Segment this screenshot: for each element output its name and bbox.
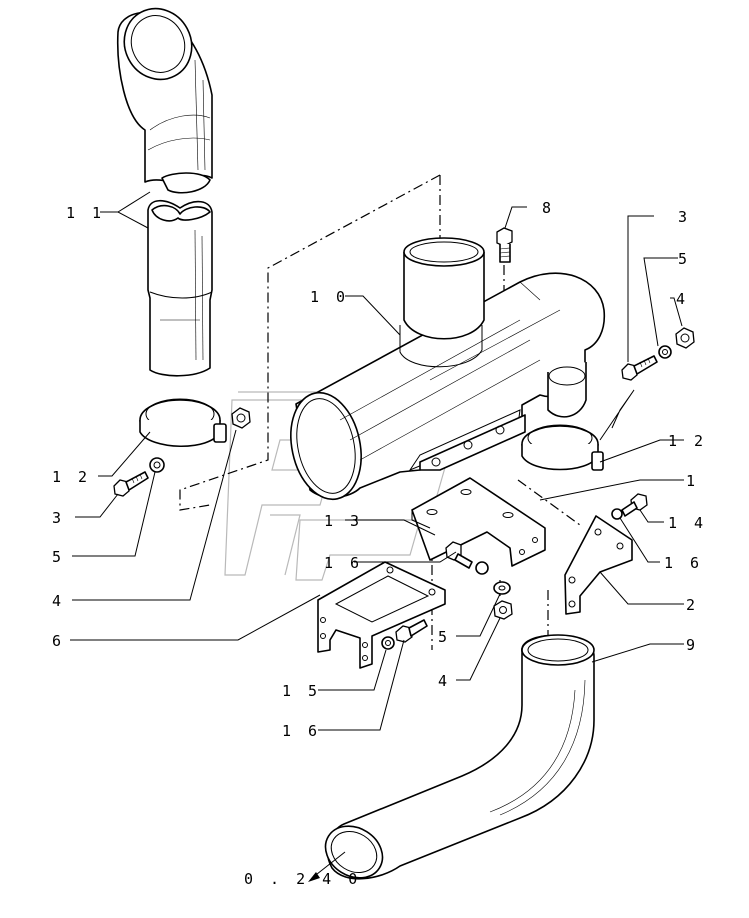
callout-labels: 1 1 1 0 8 3 5 4 1 2 3 5 4 6 1 2 1 1 3 1 …: [52, 199, 707, 888]
mounting-bracket-center: [411, 477, 546, 567]
callout-5-left: 5: [52, 548, 65, 566]
nut-left: [231, 407, 251, 429]
exhaust-elbow-pipe: [116, 7, 213, 194]
washer-bottom: [493, 581, 511, 595]
pipe-clamp-left: [139, 398, 227, 447]
callout-9: 9: [686, 636, 699, 654]
bolt-right: [621, 355, 658, 381]
callout-12-left: 1 2: [52, 468, 91, 486]
leader-lines: [70, 191, 684, 731]
bolt-lower-left: [395, 619, 428, 643]
callout-16-mid: 1 6: [324, 554, 363, 572]
nut-bottom: [493, 600, 513, 620]
u-bracket: [317, 561, 446, 669]
callout-13: 1 3: [324, 512, 363, 530]
callout-4-left: 4: [52, 592, 65, 610]
callout-1: 1: [686, 472, 699, 490]
nut-right: [675, 327, 695, 349]
exhaust-straight-pipe: [147, 199, 213, 377]
callout-6: 6: [52, 632, 65, 650]
silencer-muffler: [290, 237, 606, 501]
callout-5-top: 5: [678, 250, 691, 268]
reference-arrow: [308, 851, 346, 882]
pipe-clamp-right: [521, 389, 635, 471]
washer-lower-left: [381, 636, 395, 650]
callout-4-bottom: 4: [438, 672, 451, 690]
callout-5-bottom: 5: [438, 628, 451, 646]
callout-4-top: 4: [676, 290, 689, 308]
callout-12-right: 1 2: [668, 432, 707, 450]
bolt-left: [113, 471, 149, 497]
callout-11: 1 1: [66, 204, 105, 222]
mounting-bracket-right: [564, 515, 633, 615]
callout-3-left: 3: [52, 509, 65, 527]
washer-left: [149, 457, 165, 473]
bolt-bracket-right: [621, 493, 648, 517]
reference-label: 0 . 2 4 0: [244, 870, 361, 888]
callout-10: 1 0: [310, 288, 349, 306]
bolt-top: [496, 227, 513, 263]
washer-right: [658, 345, 672, 359]
callout-16-right: 1 6: [664, 554, 703, 572]
callout-15: 1 5: [282, 682, 321, 700]
callout-3-top: 3: [678, 208, 691, 226]
washer-bracket-right: [611, 508, 623, 520]
bolt-bracket-mid: [445, 541, 489, 575]
callout-8: 8: [542, 199, 555, 217]
callout-16-bottom: 1 6: [282, 722, 321, 740]
lower-curved-pipe: [324, 634, 595, 880]
callout-2: 2: [686, 596, 699, 614]
callout-14: 1 4: [668, 514, 707, 532]
